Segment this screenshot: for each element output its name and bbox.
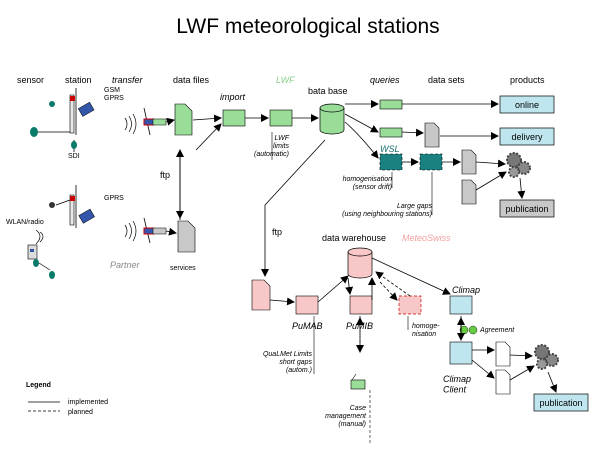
wlan-radio-label: WLAN/radio bbox=[6, 219, 44, 226]
bata-base-db-icon bbox=[319, 103, 345, 135]
data-warehouse-label: data warehouse bbox=[322, 233, 386, 243]
climap-box bbox=[449, 295, 473, 315]
product-delivery: delivery bbox=[499, 127, 555, 146]
sensor-icon bbox=[30, 127, 38, 137]
data-file-top bbox=[174, 103, 193, 136]
column-station: station bbox=[65, 75, 92, 85]
logger-icon bbox=[70, 96, 75, 101]
agreement-label: Agreement bbox=[479, 327, 515, 334]
query-delivery-box bbox=[379, 127, 403, 138]
pumab-box bbox=[295, 295, 319, 315]
sdi-sensor-icon bbox=[71, 141, 77, 149]
gprs-modem-icon bbox=[77, 101, 95, 117]
partner-signal-waves-icon bbox=[124, 220, 137, 242]
import-box bbox=[222, 109, 246, 127]
svg-text:delivery: delivery bbox=[511, 132, 543, 142]
pumab-file-icon bbox=[251, 279, 271, 311]
svg-text:publication: publication bbox=[505, 204, 548, 214]
gprs-label: GPRS bbox=[104, 195, 124, 202]
meteoswiss-label: MeteoSwiss bbox=[402, 233, 451, 243]
svg-text:online: online bbox=[515, 100, 539, 110]
legend-title: Legend bbox=[26, 382, 51, 389]
client-file-1 bbox=[495, 341, 511, 367]
wsl-homogenisation-box bbox=[379, 153, 403, 171]
partner-label: Partner bbox=[110, 260, 141, 270]
column-sensor: sensor bbox=[17, 75, 44, 85]
dataset-wsl-file-1 bbox=[461, 149, 477, 175]
wsl-large-gaps-box bbox=[419, 153, 443, 171]
agreement-icon bbox=[459, 325, 478, 335]
signal-waves-icon bbox=[124, 113, 137, 135]
planned-connectors bbox=[356, 271, 411, 353]
homogenisation-drift-label: homogenisation(sensor drift) bbox=[343, 176, 393, 191]
climap-client-box bbox=[449, 341, 473, 365]
partner-modem-icon bbox=[78, 208, 95, 224]
services-file-icon bbox=[177, 220, 196, 253]
column-lwf: LWF bbox=[276, 75, 295, 85]
pumib-box bbox=[349, 295, 373, 315]
gears-icon-top bbox=[506, 152, 531, 178]
ftp-top-label: ftp bbox=[160, 170, 170, 180]
wlan-waves-icon bbox=[35, 229, 44, 245]
legend-implemented-label: implemented bbox=[68, 399, 108, 406]
column-products: products bbox=[510, 75, 545, 85]
partner-logger-icon bbox=[70, 196, 75, 201]
partner-ground-sensor-2-icon bbox=[49, 271, 55, 279]
page-title: LWF meteorological stations bbox=[176, 15, 439, 38]
partner-ground-sensor-icon bbox=[33, 259, 39, 267]
gears-icon-bottom bbox=[534, 344, 559, 370]
column-transfer: transfer bbox=[112, 75, 144, 85]
large-gaps-label: Large gaps(using neighbouring stations) bbox=[342, 203, 432, 218]
bata-base-label: bata base bbox=[308, 86, 348, 96]
ftp-left-label: ftp bbox=[272, 227, 282, 237]
receiver-icon bbox=[143, 118, 155, 126]
legend-planned-label: planned bbox=[68, 409, 93, 416]
query-online-box bbox=[379, 99, 403, 110]
partner-mast-icon bbox=[69, 194, 75, 226]
climap-label: Climap bbox=[452, 285, 480, 295]
pumib-label: PuMIB bbox=[346, 321, 373, 331]
product-online: online bbox=[499, 95, 555, 114]
partner-sensor-icon bbox=[49, 202, 55, 208]
connectors bbox=[165, 100, 558, 393]
sensor-dot-icon bbox=[49, 101, 55, 107]
wsl-label: WSL bbox=[380, 144, 400, 154]
case-management-box bbox=[350, 379, 366, 390]
sdi-label: SDI bbox=[68, 153, 80, 160]
dataset-wsl-file-2 bbox=[461, 179, 477, 205]
product-publication-bottom: publication bbox=[533, 393, 589, 412]
partner-receiver-icon bbox=[143, 227, 155, 235]
client-file-2 bbox=[495, 369, 511, 395]
homogenisation-label: homoge-nisation bbox=[412, 323, 440, 338]
station-mast-icon bbox=[69, 94, 75, 134]
pumab-label: PuMAB bbox=[292, 321, 323, 331]
column-queries: queries bbox=[370, 75, 400, 85]
services-label: services bbox=[170, 265, 196, 272]
partner-station: GPRS WLAN/radio Partner bbox=[6, 185, 167, 279]
svg-text:publication: publication bbox=[539, 398, 582, 408]
data-warehouse-db-icon bbox=[347, 247, 373, 279]
column-data-sets: data sets bbox=[428, 75, 465, 85]
dataset-delivery-file bbox=[424, 122, 440, 148]
limits-box bbox=[269, 109, 293, 127]
column-data-files: data files bbox=[173, 75, 210, 85]
homogenisation-box bbox=[398, 295, 422, 315]
product-publication-top: publication bbox=[499, 199, 555, 218]
import-label: import bbox=[220, 92, 246, 102]
